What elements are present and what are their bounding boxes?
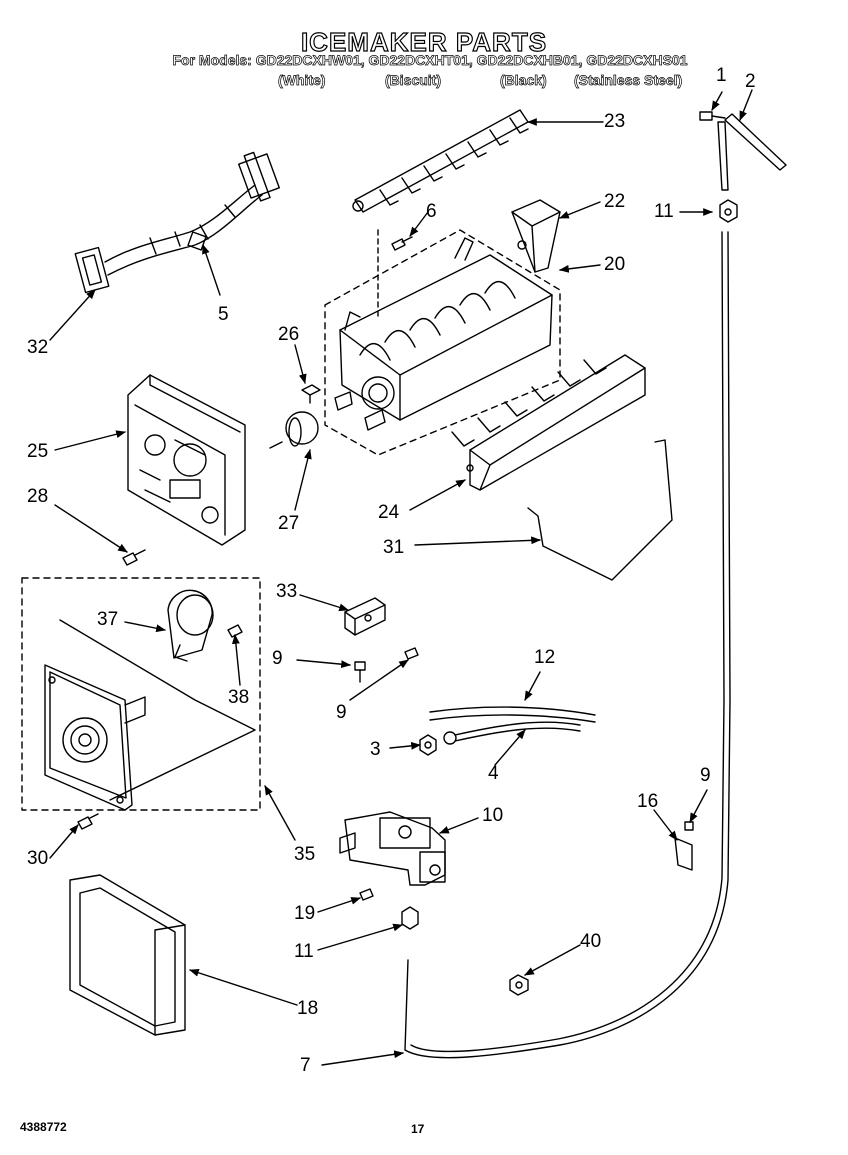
clamp-part-16 bbox=[674, 837, 693, 871]
nut-part-11b bbox=[401, 906, 419, 930]
leader-lines bbox=[49, 89, 753, 1066]
callout-6: 6 bbox=[426, 201, 437, 222]
callout-11-upper: 11 bbox=[654, 201, 674, 222]
callout-19: 19 bbox=[294, 903, 316, 924]
variant-black: (Black) bbox=[500, 72, 547, 89]
callout-31: 31 bbox=[383, 537, 405, 558]
callout-27: 27 bbox=[278, 513, 300, 534]
screw-part-6 bbox=[377, 229, 413, 321]
screw-part-9a bbox=[354, 661, 366, 683]
callout-9-left: 9 bbox=[272, 648, 283, 669]
mold-assembly-part-20 bbox=[324, 229, 561, 456]
shutoff-arm-part-31 bbox=[527, 439, 673, 581]
callout-26: 26 bbox=[278, 324, 300, 345]
screw-part-38 bbox=[227, 624, 243, 638]
callout-38: 38 bbox=[228, 687, 250, 708]
nut-part-40 bbox=[509, 974, 529, 996]
callout-4: 4 bbox=[488, 763, 499, 784]
module-plate bbox=[44, 664, 146, 811]
callout-33: 33 bbox=[276, 581, 298, 602]
tube-part-12 bbox=[429, 706, 596, 723]
screw-part-28 bbox=[122, 549, 146, 566]
variant-stainless: (Stainless Steel) bbox=[574, 72, 683, 89]
diagram-title: ICEMAKER PARTS bbox=[300, 26, 548, 57]
callout-11-lower: 11 bbox=[294, 941, 314, 962]
callout-9-right: 9 bbox=[700, 765, 711, 786]
document-number: 4388772 bbox=[20, 1120, 67, 1134]
callout-18: 18 bbox=[297, 998, 319, 1019]
nut-part-3 bbox=[419, 734, 437, 756]
fill-tube-part-7 bbox=[404, 231, 731, 1059]
models-line: For Models: GD22DCXHW01, GD22DCXHT01, GD… bbox=[172, 52, 688, 69]
variant-white: (White) bbox=[278, 72, 326, 89]
callout-24: 24 bbox=[378, 502, 400, 523]
callout-28: 28 bbox=[27, 486, 49, 507]
callout-22: 22 bbox=[604, 191, 626, 212]
motor-part-37 bbox=[167, 589, 214, 662]
clip-part-26 bbox=[301, 384, 321, 404]
bracket-part-33 bbox=[344, 597, 386, 636]
callout-2: 2 bbox=[745, 71, 756, 92]
callout-40: 40 bbox=[580, 931, 602, 952]
screw-part-9b bbox=[404, 647, 419, 660]
screw-part-1 bbox=[699, 111, 726, 121]
screw-part-30 bbox=[77, 813, 99, 830]
ice-ejector-part-23 bbox=[352, 109, 529, 213]
callout-16: 16 bbox=[637, 791, 659, 812]
ice-bin-part-18 bbox=[69, 874, 186, 1036]
callout-35: 35 bbox=[294, 844, 316, 865]
control-housing-part-25 bbox=[127, 374, 246, 546]
nut-part-11a bbox=[719, 199, 738, 223]
module-box-part-35 bbox=[21, 577, 261, 811]
page-number: 17 bbox=[411, 1122, 425, 1136]
callout-25: 25 bbox=[27, 441, 49, 462]
callout-7: 7 bbox=[300, 1055, 311, 1076]
wire-harness-part-32 bbox=[74, 151, 280, 294]
callout-37: 37 bbox=[97, 609, 119, 630]
callout-23: 23 bbox=[604, 111, 626, 132]
callout-12: 12 bbox=[534, 647, 556, 668]
screw-part-19 bbox=[359, 888, 374, 901]
tube-part-4 bbox=[443, 721, 581, 745]
screw-part-9c bbox=[684, 821, 694, 831]
callout-20: 20 bbox=[604, 254, 626, 275]
ice-stripper-part-24 bbox=[451, 354, 646, 491]
callout-32: 32 bbox=[27, 337, 49, 358]
motor-part-27 bbox=[269, 411, 319, 449]
callout-10: 10 bbox=[482, 805, 504, 826]
ice-guard-part-22 bbox=[511, 199, 561, 273]
fill-cup-part-2 bbox=[717, 113, 787, 191]
callout-5: 5 bbox=[218, 304, 229, 325]
variant-biscuit: (Biscuit) bbox=[385, 72, 442, 89]
callout-30: 30 bbox=[27, 848, 49, 869]
callout-9-mid: 9 bbox=[336, 702, 347, 723]
callout-1: 1 bbox=[716, 65, 727, 86]
callout-3: 3 bbox=[370, 739, 381, 760]
water-valve-part-10 bbox=[339, 811, 446, 886]
